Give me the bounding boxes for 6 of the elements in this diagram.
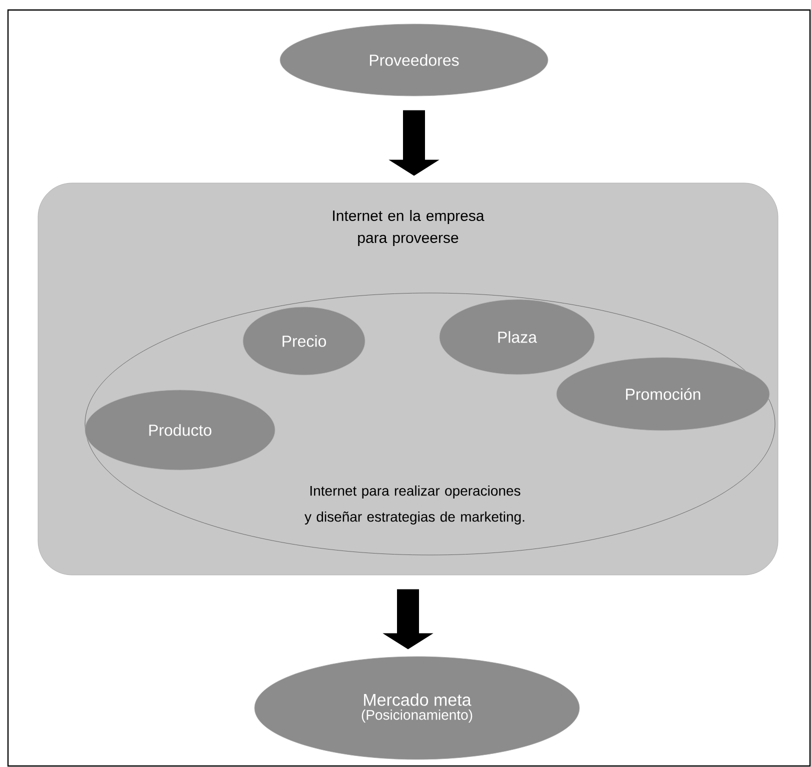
oval: Mercado meta (Posicionamiento) [254, 656, 580, 760]
oval: Precio [242, 306, 366, 376]
oval: Producto [84, 390, 276, 470]
oval: Plaza [439, 299, 595, 375]
oval: Promoción [556, 357, 770, 431]
oval: Proveedores [280, 24, 548, 96]
